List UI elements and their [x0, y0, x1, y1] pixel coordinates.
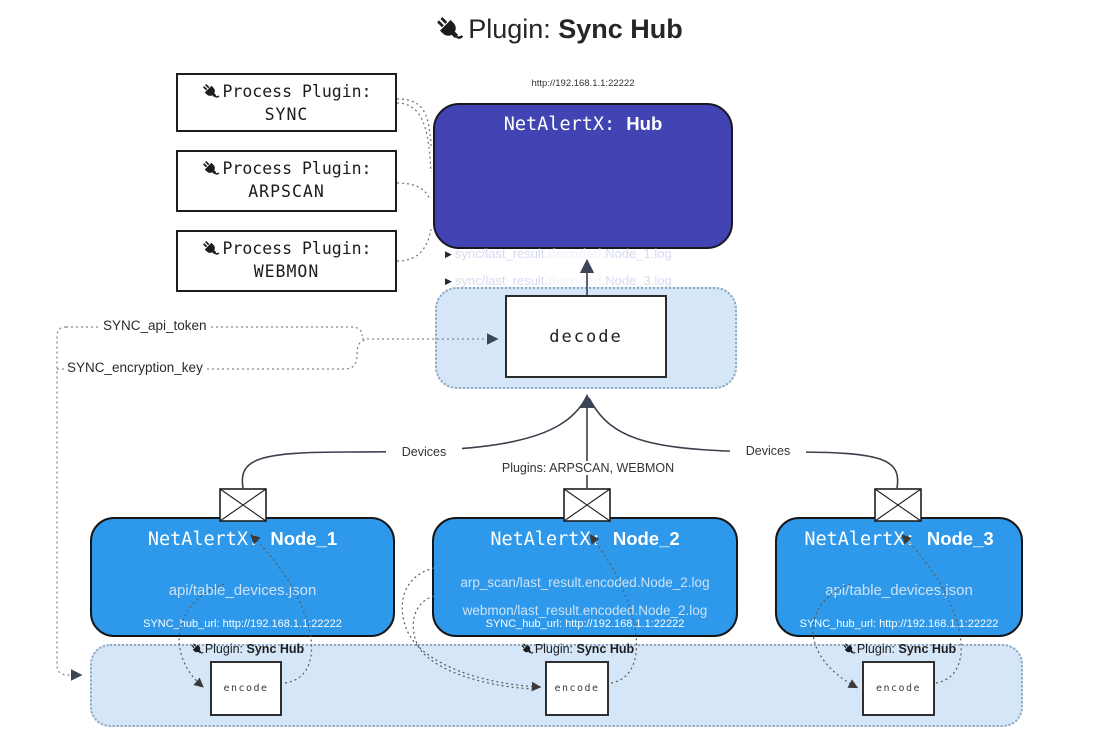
- plug-icon: [201, 81, 222, 103]
- plugin-to-hub-wires: [396, 98, 432, 262]
- wire-keys-to-encode-band: [56, 326, 83, 681]
- edge-label-plugins: Plugins: ARPSCAN, WEBMON: [487, 461, 689, 475]
- sync-api-token-label: SYNC_api_token: [100, 318, 210, 333]
- arrowhead-icon: ▶: [445, 249, 452, 259]
- plug-icon: [189, 641, 205, 657]
- node-title-prefix: NetAlertX:: [804, 529, 927, 550]
- node-file: api/table_devices.json: [825, 582, 973, 599]
- node-3-box: NetAlertX: Node_3 api/table_devices.json…: [775, 517, 1023, 637]
- encode-box: encode: [210, 661, 282, 716]
- encoder-label-prefix: Plugin:: [856, 642, 899, 656]
- title-name: Sync Hub: [558, 14, 683, 44]
- log-pre: sync/last_result.: [454, 273, 549, 288]
- node-title-prefix: NetAlertX:: [147, 529, 271, 550]
- hub-log-row: ▶sync/last_result.decoded.Node_1.log: [445, 246, 729, 264]
- wire-sync-log1: [396, 98, 432, 147]
- decode-box: decode: [505, 295, 667, 378]
- encoder-plugin-label: Plugin: Sync Hub: [832, 641, 966, 657]
- node-title: NetAlertX: Node_2: [434, 528, 736, 550]
- process-plugin-line: Process Plugin:: [178, 158, 395, 180]
- encoder-label-name: Sync Hub: [576, 642, 635, 656]
- node-title: NetAlertX: Node_3: [777, 528, 1021, 550]
- node-1-box: NetAlertX: Node_1 api/table_devices.json…: [90, 517, 395, 637]
- node-file: arp_scan/last_result.encoded.Node_2.log: [460, 575, 710, 590]
- node-hub-url: SYNC_hub_url: http://192.168.1.1:22222: [485, 618, 685, 630]
- process-plugin-box-arpscan: Process Plugin: ARPSCAN: [176, 150, 397, 212]
- encode-box: encode: [862, 661, 935, 716]
- process-plugin-line: Process Plugin:: [178, 238, 395, 260]
- wire-sync-log2: [396, 102, 432, 173]
- edge-label-devices-left: Devices: [386, 445, 462, 459]
- plug-icon: [201, 158, 222, 180]
- encoder-label-prefix: Plugin:: [534, 642, 577, 656]
- encoder-label-name: Sync Hub: [898, 642, 957, 656]
- node-title: NetAlertX: Node_1: [92, 528, 393, 550]
- encode-box: encode: [545, 661, 609, 716]
- hub-title-name: Hub: [626, 113, 663, 134]
- arrowhead-icon: ▶: [445, 276, 452, 286]
- node-title-name: Node_2: [612, 528, 680, 549]
- wire-webmon-log: [396, 228, 432, 262]
- plug-icon: [433, 13, 466, 46]
- node-2-box: NetAlertX: Node_2 arp_scan/last_result.e…: [432, 517, 738, 637]
- plug-icon: [841, 641, 857, 657]
- process-plugin-name: WEBMON: [253, 262, 320, 281]
- node-title-prefix: NetAlertX:: [490, 529, 613, 550]
- encoder-plugin-label: Plugin: Sync Hub: [180, 641, 314, 657]
- encoder-label-prefix: Plugin:: [204, 642, 247, 656]
- wire-arpscan-log: [396, 182, 431, 201]
- node-hub-url: SYNC_hub_url: http://192.168.1.1:22222: [799, 618, 999, 630]
- hub-log-row: ▶sync/last_result.decoded.Node_3.log: [445, 273, 729, 291]
- log-pre: sync/last_result.: [454, 246, 549, 261]
- node-title-name: Node_1: [270, 528, 338, 549]
- process-plugin-name: ARPSCAN: [248, 182, 325, 201]
- process-plugin-label: Process Plugin:: [222, 239, 372, 258]
- log-post: .Node_1.log: [601, 246, 672, 261]
- process-plugin-box-sync: Process Plugin: SYNC: [176, 73, 397, 132]
- hub-title: NetAlertX: Hub: [435, 113, 731, 135]
- edge-label-devices-right: Devices: [730, 444, 806, 458]
- plug-icon: [519, 641, 535, 657]
- log-bold: decoded: [548, 246, 602, 261]
- hub-url-label: http://192.168.1.1:22222: [531, 78, 635, 89]
- encoder-label-name: Sync Hub: [246, 642, 305, 656]
- title-prefix: Plugin:: [468, 14, 551, 44]
- node-hub-url: SYNC_hub_url: http://192.168.1.1:22222: [143, 618, 342, 630]
- encoder-plugin-label: Plugin: Sync Hub: [510, 641, 644, 657]
- process-plugin-label: Process Plugin:: [222, 159, 372, 178]
- process-plugin-name: SYNC: [264, 105, 309, 124]
- log-bold: decoded: [548, 273, 602, 288]
- page-title: Plugin: Sync Hub: [0, 13, 1117, 46]
- hub-title-prefix: NetAlertX:: [503, 114, 627, 135]
- process-plugin-label: Process Plugin:: [222, 82, 372, 101]
- process-plugin-line: Process Plugin:: [178, 81, 395, 103]
- node-title-name: Node_3: [926, 528, 994, 549]
- sync-encryption-key-label: SYNC_encryption_key: [64, 360, 206, 375]
- log-post: .Node_3.log: [601, 273, 672, 288]
- plug-icon: [201, 238, 222, 260]
- process-plugin-box-webmon: Process Plugin: WEBMON: [176, 230, 397, 292]
- node-file: api/table_devices.json: [168, 582, 317, 599]
- hub-node: NetAlertX: Hub ▶sync/last_result.decoded…: [433, 103, 733, 335]
- node-file: webmon/last_result.encoded.Node_2.log: [462, 603, 708, 618]
